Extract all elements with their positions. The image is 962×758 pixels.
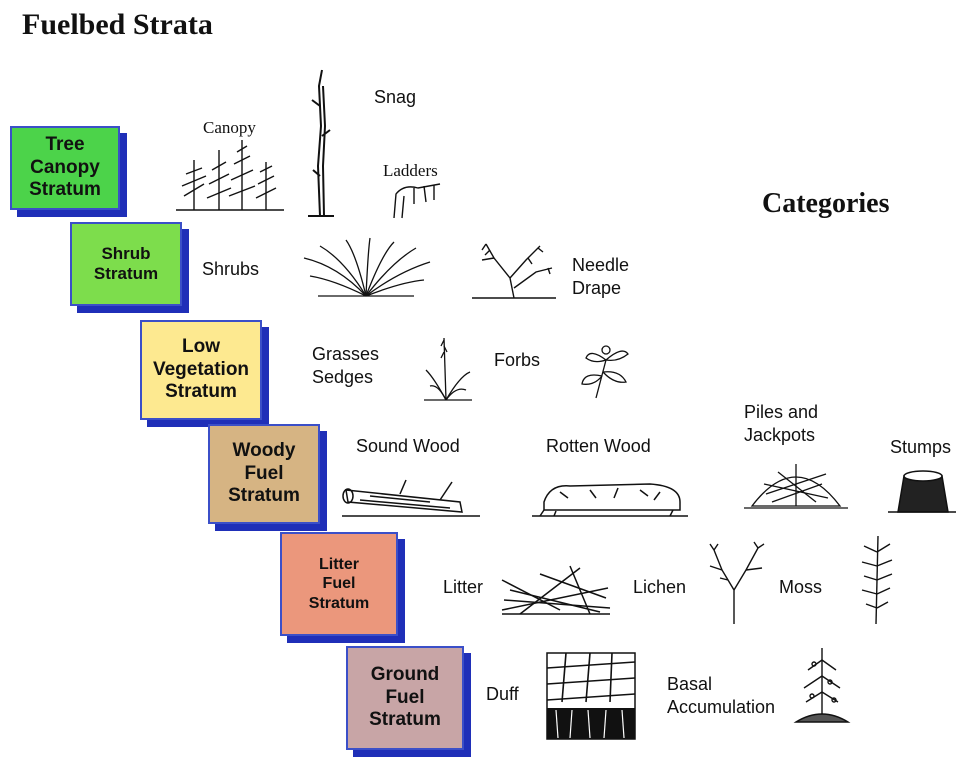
basal-accumulation-icon bbox=[793, 648, 851, 723]
forbs-icon bbox=[581, 345, 629, 399]
low-vegetation-stratum-label: Low Vegetation Stratum bbox=[152, 335, 250, 403]
categories-heading: Categories bbox=[762, 188, 890, 219]
lichen-icon bbox=[709, 541, 765, 624]
rotten-wood-icon bbox=[532, 483, 688, 517]
stumps-icon bbox=[888, 470, 956, 513]
litter-fuel-stratum-box: Litter Fuel Stratum bbox=[280, 532, 398, 636]
tree-canopy-stratum-box: Tree Canopy Stratum bbox=[10, 126, 120, 210]
category-shrubs-label: Shrubs bbox=[202, 259, 260, 279]
low-vegetation-stratum-box: Low Vegetation Stratum bbox=[140, 320, 262, 420]
sound-wood-icon bbox=[342, 479, 480, 517]
tree-canopy-stratum-label: Tree Canopy Stratum bbox=[29, 133, 101, 201]
litter-icon bbox=[501, 565, 611, 615]
category-snag-label: Snag bbox=[374, 87, 417, 107]
diagram-title: Fuelbed Strata bbox=[22, 8, 213, 41]
woody-fuel-stratum-label: Woody Fuel Stratum bbox=[228, 439, 300, 507]
moss-icon bbox=[861, 535, 893, 625]
duff-icon bbox=[546, 652, 636, 740]
category-rotten-wood-label: Rotten Wood bbox=[546, 436, 651, 456]
shrub-stratum-label: Shrub Stratum bbox=[93, 243, 159, 283]
category-grasses-sedges-label: Grasses Sedges bbox=[312, 344, 380, 387]
litter-fuel-stratum-label: Litter Fuel Stratum bbox=[308, 556, 370, 612]
ladders-icon bbox=[393, 183, 441, 219]
category-needle-drape-label: Needle Drape bbox=[572, 255, 630, 298]
category-sound-wood-label: Sound Wood bbox=[356, 436, 460, 456]
shrubs-icon bbox=[303, 237, 431, 297]
category-canopy-label: Canopy bbox=[203, 118, 256, 137]
grasses-sedges-icon bbox=[424, 337, 472, 401]
ground-fuel-stratum-box: Ground Fuel Stratum bbox=[346, 646, 464, 750]
piles-jackpots-icon bbox=[744, 464, 848, 509]
category-lichen-label: Lichen bbox=[633, 577, 687, 597]
category-stumps-label: Stumps bbox=[890, 437, 952, 457]
needle-drape-icon bbox=[472, 243, 556, 299]
category-moss-label: Moss bbox=[779, 577, 823, 597]
category-piles-jackpots-label: Piles and Jackpots bbox=[744, 402, 819, 445]
shrub-stratum-box: Shrub Stratum bbox=[70, 222, 182, 306]
snag-icon bbox=[308, 69, 334, 217]
category-litter-label: Litter bbox=[443, 577, 484, 597]
category-duff-label: Duff bbox=[486, 684, 519, 704]
woody-fuel-stratum-box: Woody Fuel Stratum bbox=[208, 424, 320, 524]
category-basal-accumulation-label: Basal Accumulation bbox=[667, 674, 776, 717]
ground-fuel-stratum-label: Ground Fuel Stratum bbox=[369, 663, 441, 731]
category-forbs-label: Forbs bbox=[494, 350, 541, 370]
canopy-trees-icon bbox=[176, 140, 284, 211]
category-ladders-label: Ladders bbox=[383, 161, 438, 180]
